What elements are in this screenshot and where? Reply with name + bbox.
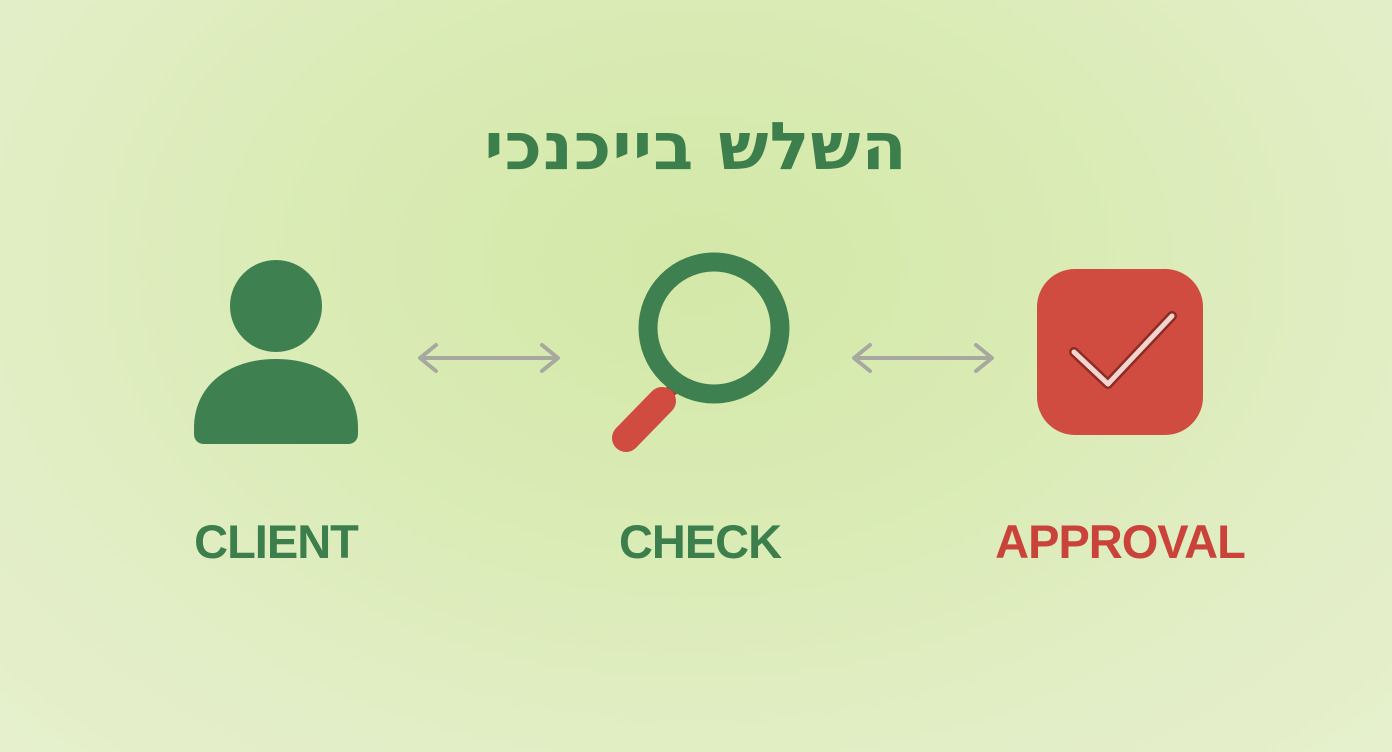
- diagram-title: השלש בייכנכי: [484, 108, 908, 185]
- person-icon: [194, 260, 358, 444]
- step-label-check: CHECK: [618, 515, 782, 568]
- magnifier-icon: [612, 252, 790, 452]
- checkbox-check-icon: [1037, 269, 1203, 435]
- double-arrow-icon: [852, 343, 994, 373]
- step-label-approval: APPROVAL: [995, 515, 1246, 568]
- double-arrow-icon: [418, 343, 560, 373]
- step-label-client: CLIENT: [194, 515, 359, 568]
